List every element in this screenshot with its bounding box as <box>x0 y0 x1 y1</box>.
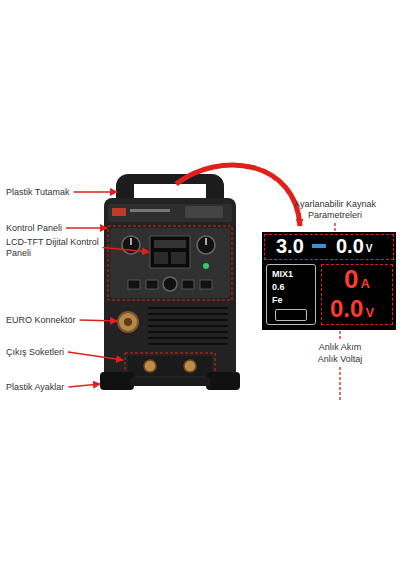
control-panel-part <box>182 280 194 289</box>
lcd-screen: 3.00.0VMIX10.6Fe0A0.0V <box>262 232 396 330</box>
callout-label: EURO Konnektör <box>6 315 106 326</box>
feet <box>100 372 240 390</box>
unit-text: V <box>365 306 374 321</box>
control-panel-part <box>130 238 132 245</box>
feet-part <box>100 372 134 390</box>
control-panel-part <box>203 263 209 269</box>
vents-part <box>148 343 228 345</box>
voltage-value: 0.0 <box>336 235 364 258</box>
output-sockets-part <box>125 353 215 379</box>
wire-speed-value: 3.0 <box>276 235 304 258</box>
control-panel-part <box>205 238 207 245</box>
control-panel-part <box>163 277 177 291</box>
machine-body <box>104 198 236 380</box>
leader-line <box>339 331 340 339</box>
control-panel-part <box>154 252 168 264</box>
output-sockets-part <box>128 356 212 376</box>
vents-part <box>148 325 228 327</box>
vents-part <box>148 337 228 339</box>
unit-text: A <box>360 277 369 292</box>
machine-body-part <box>130 209 170 212</box>
leader-arrow <box>103 248 149 253</box>
zoom-arrow-part <box>176 165 300 226</box>
euro-connector-part <box>118 312 138 332</box>
callout-label: Anlık Akım <box>290 342 390 353</box>
leader-arrow <box>68 352 123 360</box>
process-info-box: MIX1 0.6Fe <box>266 264 316 325</box>
control-panel-part <box>146 280 158 289</box>
vents <box>148 308 228 344</box>
unit-text: V <box>366 243 373 255</box>
control-panel-part <box>108 226 232 300</box>
control-panel-part <box>171 252 186 264</box>
material-text: Fe <box>272 295 283 305</box>
euro-connector <box>118 312 138 332</box>
callout-label: Kontrol Paneli <box>6 223 106 234</box>
readout-box: 0A 0.0V <box>321 264 393 325</box>
callout-label: LCD-TFT Dijital Kontrol Paneli <box>6 237 110 259</box>
machine-body-part <box>112 208 126 216</box>
feet-part <box>206 372 240 390</box>
machine-body-part <box>185 206 223 218</box>
leader-arrow <box>74 191 117 192</box>
feet-part <box>130 378 210 386</box>
output-sockets <box>125 353 215 379</box>
vents-part <box>148 319 228 321</box>
leader-line <box>339 367 340 400</box>
control-panel-part <box>128 280 140 289</box>
current-value: 0 <box>344 265 358 295</box>
leader-arrow <box>66 227 107 228</box>
leader-arrow <box>80 320 117 321</box>
voltage-value: 0.0 <box>330 295 363 323</box>
control-panel-part <box>200 280 212 289</box>
callout-label: Ayarlanabilir Kaynak Parametreleri <box>280 199 390 221</box>
control-panel-part <box>110 228 230 298</box>
wire-size-text: 0.6 <box>272 282 285 292</box>
callout-label: Anlık Voltaj <box>290 354 390 365</box>
output-sockets-part <box>144 360 156 372</box>
output-sockets-part <box>184 360 196 372</box>
callout-label: Plastik Ayaklar <box>6 382 106 393</box>
vents-part <box>148 307 228 309</box>
machine-body-part <box>108 204 232 222</box>
gas-text: MIX1 <box>272 269 293 279</box>
control-panel-part <box>150 236 190 268</box>
euro-connector-part <box>124 318 132 326</box>
control-panel <box>108 226 232 300</box>
control-panel-part <box>154 240 186 248</box>
leader-arrow <box>68 384 100 387</box>
zoom-arrow <box>176 165 300 226</box>
speed-bar <box>312 244 326 248</box>
vents-part <box>148 313 228 315</box>
control-panel-part <box>197 236 215 254</box>
callout-label: Plastik Tutamak <box>6 187 106 198</box>
torch-icon <box>275 309 307 321</box>
vents-part <box>148 331 228 333</box>
leader-line <box>334 223 335 231</box>
callout-label: Çıkış Soketleri <box>6 347 106 358</box>
machine-body-part <box>104 198 236 380</box>
